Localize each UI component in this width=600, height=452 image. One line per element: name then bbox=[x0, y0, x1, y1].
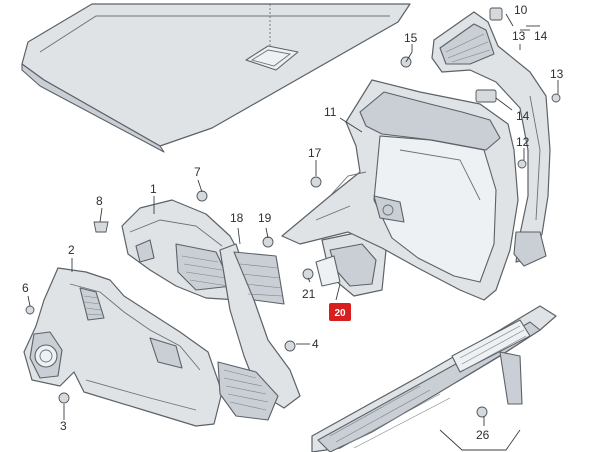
callout-18: 18 bbox=[230, 211, 244, 225]
callout-26: 26 bbox=[476, 428, 490, 442]
callout-13-upper: 13 bbox=[512, 29, 526, 43]
callout-1: 1 bbox=[150, 182, 157, 196]
vent-grille bbox=[217, 361, 279, 421]
callout-15: 15 bbox=[404, 31, 418, 45]
callout-13-right: 13 bbox=[550, 67, 564, 81]
callout-21: 21 bbox=[302, 287, 316, 301]
callout-labels: 1 2 3 4 6 7 8 10 11 12 13 13 14 14 15 17… bbox=[22, 3, 564, 442]
fasteners bbox=[25, 7, 561, 418]
callout-12: 12 bbox=[516, 135, 530, 149]
callout-14-upper: 14 bbox=[534, 29, 548, 43]
leader-lines bbox=[27, 13, 559, 451]
callout-11: 11 bbox=[324, 105, 337, 119]
callout-20: 20 bbox=[334, 308, 346, 319]
callout-6: 6 bbox=[22, 281, 29, 295]
left-lower-trim bbox=[23, 267, 223, 427]
callout-2: 2 bbox=[68, 243, 75, 257]
callout-17: 17 bbox=[308, 146, 322, 160]
callout-14-right: 14 bbox=[516, 109, 530, 123]
callout-19: 19 bbox=[258, 211, 272, 225]
callout-7: 7 bbox=[194, 165, 201, 179]
highlight-badge-20: 20 bbox=[329, 303, 351, 321]
parcel-shelf bbox=[21, 3, 411, 153]
bracket-20 bbox=[315, 231, 387, 297]
vertical-strut bbox=[219, 243, 301, 409]
left-upper-trim bbox=[121, 199, 251, 301]
callout-4: 4 bbox=[312, 337, 319, 351]
callout-8: 8 bbox=[96, 194, 103, 208]
right-side-trim bbox=[281, 79, 519, 301]
loading-edge-trim bbox=[311, 305, 557, 452]
callout-10: 10 bbox=[514, 3, 528, 17]
callout-3: 3 bbox=[60, 419, 67, 433]
c-pillar-trim bbox=[431, 11, 551, 267]
